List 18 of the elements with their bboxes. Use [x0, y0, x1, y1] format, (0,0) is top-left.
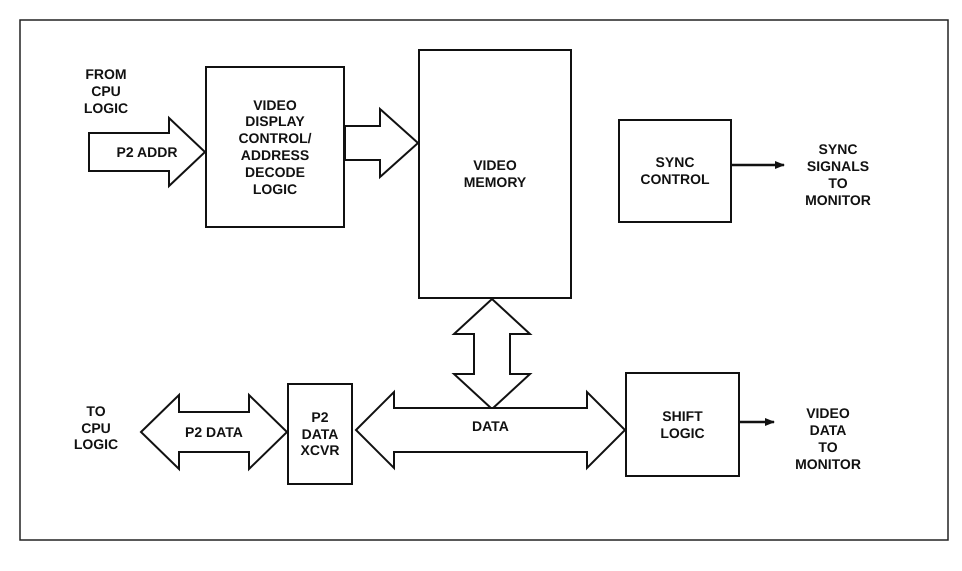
box-label: SYNC CONTROL: [640, 154, 710, 188]
signal-label: VIDEO DATA TO MONITOR: [795, 405, 861, 473]
box-label: VIDEO DISPLAY CONTROL/ ADDRESS DECODE LOGIC: [238, 96, 312, 198]
signal-label: SYNC SIGNALS TO MONITOR: [805, 141, 871, 209]
process-box: [418, 49, 572, 299]
process-box: [205, 66, 345, 228]
arrow: [740, 418, 775, 426]
process-box: [618, 119, 732, 223]
signal-label: FROM CPU LOGIC: [84, 66, 128, 116]
block-arrow: [344, 106, 420, 180]
process-box: [625, 372, 740, 477]
process-box: [287, 383, 353, 485]
box-label: VIDEO MEMORY: [464, 157, 526, 191]
signal-label: TO CPU LOGIC: [74, 402, 118, 454]
box-label: P2 DATA XCVR: [300, 408, 340, 460]
box-label: SHIFT LOGIC: [660, 408, 705, 442]
arrow: [732, 161, 785, 169]
block-arrow: [354, 390, 626, 470]
